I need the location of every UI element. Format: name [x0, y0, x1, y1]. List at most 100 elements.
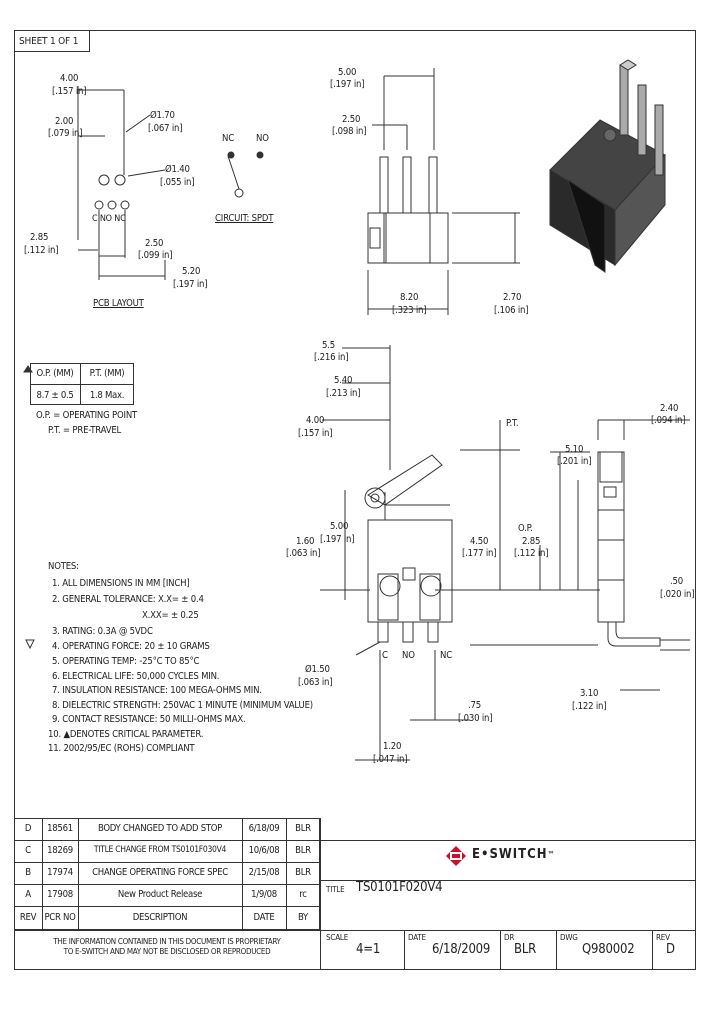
rev-row-a-desc: New Product Release [117, 889, 203, 900]
scale-label: SCALE [326, 933, 349, 942]
rev-row-d-rev: D [24, 823, 32, 834]
note-2b: X.XX= ± 0.25 [142, 610, 199, 621]
side-dim-55-in: [.216 in] [314, 352, 349, 363]
side-dim-120: 1.20 [383, 741, 402, 752]
pcb-dim-520: 5.20 [182, 266, 201, 277]
side-dim-450-in: [.177 in] [462, 548, 497, 559]
side-pin-nc: NC [440, 650, 452, 661]
note-1: 1. ALL DIMENSIONS IN MM [INCH] [52, 578, 190, 589]
top-dim-270: 2.70 [503, 292, 522, 303]
side-pt-label: P.T. [506, 418, 519, 429]
rev-row-d-date: 6/18/09 [248, 823, 280, 834]
notes-title: NOTES: [48, 561, 79, 572]
rev-header-rev: REV [19, 912, 37, 923]
side-dim-285-in: [.112 in] [514, 548, 549, 559]
top-dim-250-in: [.098 in] [332, 126, 367, 137]
rev-row-b-desc: CHANGE OPERATING FORCE SPEC [92, 867, 228, 878]
rev-row-d-desc: BODY CHANGED TO ADD STOP [97, 823, 223, 834]
rev-row-d-by: BLR [295, 823, 311, 834]
note-10: 10. ▲DENOTES CRITICAL PARAMETER. [48, 729, 204, 740]
rev-row-c-pcr: 18269 [47, 845, 73, 856]
rev-row-a-pcr: 17908 [47, 889, 73, 900]
pcb-dim-250: 2.50 [145, 238, 164, 249]
side-pin-no: NO [402, 650, 415, 661]
end-dim-310-in: [.122 in] [572, 701, 607, 712]
pcb-dim-400: 4.00 [60, 73, 79, 84]
rev-row-d-pcr: 18561 [47, 823, 73, 834]
side-dim-500-in: [.197 in] [320, 534, 355, 545]
top-dim-820-in: [.323 in] [392, 305, 427, 316]
pcb-layout-title: PCB LAYOUT [93, 298, 144, 309]
pcb-pin-nc [120, 200, 130, 210]
pcb-dim-140-in: [.055 in] [160, 177, 195, 188]
note-2: 2. GENERAL TOLERANCE: X.X= ± 0.4 [52, 594, 204, 605]
sheet-label: SHEET 1 OF 1 [19, 36, 79, 47]
date-label: DATE [408, 933, 426, 942]
op-table-h2: P.T. (MM) [89, 368, 125, 379]
circuit-nc: NC [222, 133, 234, 144]
note-6: 6. ELECTRICAL LIFE: 50,000 CYCLES MIN. [52, 671, 220, 682]
end-dim-510-in: [.201 in] [557, 456, 592, 467]
circuit-no: NO [256, 133, 269, 144]
top-dim-250: 2.50 [342, 114, 361, 125]
side-dim-55: 5.5 [322, 340, 335, 351]
end-dim-240-in: [.094 in] [651, 415, 686, 426]
pcb-dim-400-in: [.157 in] [52, 86, 87, 97]
side-dim-150-in: [.063 in] [298, 677, 333, 688]
pcb-dim-200: 2.00 [55, 116, 74, 127]
title-label: TITLE [326, 885, 345, 894]
side-dim-75-in: [.030 in] [458, 713, 493, 724]
disclaimer-line-1: THE INFORMATION CONTAINED IN THIS DOCUME… [53, 937, 281, 946]
side-dim-540: 5.40 [334, 375, 353, 386]
note-9: 9. CONTACT RESISTANCE: 50 MILLI-OHMS MAX… [52, 714, 246, 725]
dr-label: DR [504, 933, 515, 942]
rev-row-a-rev: A [25, 889, 31, 900]
dwg-value: Q980002 [582, 942, 635, 957]
op-legend-1: O.P. = OPERATING POINT [36, 410, 138, 421]
disclaimer-line-2: TO E-SWITCH AND MAY NOT BE DISCLOSED OR … [63, 947, 271, 956]
pcb-hole-c2 [114, 174, 126, 186]
circuit-title: CIRCUIT: SPDT [215, 213, 274, 224]
note-7: 7. INSULATION RESISTANCE: 100 MEGA-OHMS … [52, 685, 262, 696]
rev-row-b-by: BLR [295, 867, 311, 878]
end-dim-240: 2.40 [660, 403, 679, 414]
pcb-pin-no [107, 200, 117, 210]
end-dim-310: 3.10 [580, 688, 599, 699]
op-table-v1: 8.7 ± 0.5 [36, 390, 74, 401]
rev-row-b-pcr: 17974 [47, 867, 73, 878]
note-11: 11. 2002/95/EC (ROHS) COMPLIANT [48, 743, 195, 754]
revision-table [14, 818, 320, 930]
rev-header-by: BY [298, 912, 308, 923]
side-dim-400-in: [.157 in] [298, 428, 333, 439]
brand-logo-icon [446, 846, 466, 866]
date-value: 6/18/2009 [432, 942, 491, 957]
drawing-title: TS0101F020V4 [356, 880, 443, 895]
rev-row-a-date: 1/9/08 [251, 889, 277, 900]
pcb-dim-285: 2.85 [30, 232, 49, 243]
side-op-label: O.P. [518, 523, 533, 534]
note-3: 3. RATING: 0.3A @ 5VDC [52, 626, 153, 637]
rev-value: D [666, 942, 675, 957]
brand-name: E•SWITCH™ [472, 847, 556, 862]
rev-row-c-by: BLR [295, 845, 311, 856]
top-dim-270-in: [.106 in] [494, 305, 529, 316]
rev-row-b-date: 2/15/08 [248, 867, 280, 878]
rev-row-a-by: rc [299, 889, 307, 900]
pcb-dim-520-in: [.197 in] [173, 279, 208, 290]
rev-row-c-date: 10/6/08 [248, 845, 280, 856]
op-table-h1: O.P. (MM) [36, 368, 74, 379]
rev-header-pcr: PCR NO [44, 912, 76, 923]
note-4: 4. OPERATING FORCE: 20 ± 10 GRAMS [52, 641, 210, 652]
side-dim-150: Ø1.50 [305, 664, 330, 675]
sheet-label-box [14, 30, 90, 52]
pcb-hole-c1 [98, 174, 110, 186]
side-dim-285: 2.85 [522, 536, 541, 547]
side-dim-160: 1.60 [296, 536, 315, 547]
side-dim-450: 4.50 [470, 536, 489, 547]
end-dim-50: .50 [670, 576, 683, 587]
rev-label: REV [656, 933, 670, 942]
note-5: 5. OPERATING TEMP: -25°C TO 85°C [52, 656, 200, 667]
end-dim-510: 5.10 [565, 444, 584, 455]
pcb-dim-200-in: [.079 in] [48, 128, 83, 139]
